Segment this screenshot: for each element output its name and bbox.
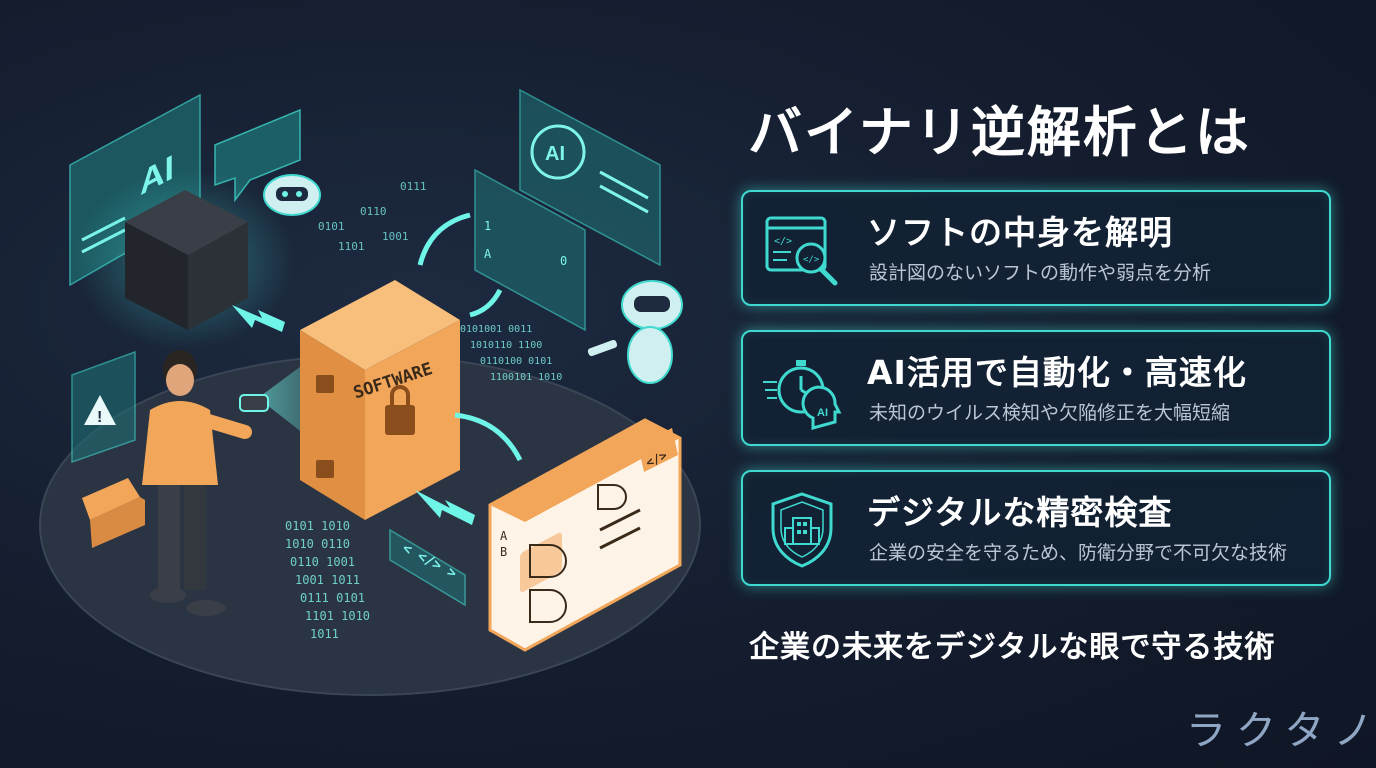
folder-icon <box>82 478 145 548</box>
svg-text:1100101 1010: 1100101 1010 <box>490 372 562 383</box>
reverse-engineering-illustration: AI 0101 1101 0110 1001 0111 A 1 0 AI <box>39 88 701 696</box>
svg-text:0110100 0101: 0110100 0101 <box>480 356 552 367</box>
svg-text:1010110 1100: 1010110 1100 <box>470 340 542 351</box>
robot-icon <box>263 174 321 216</box>
svg-text:1001: 1001 <box>382 230 409 243</box>
svg-text:1001 1011: 1001 1011 <box>295 573 360 587</box>
svg-text:0101: 0101 <box>318 220 345 233</box>
svg-text:1101 1010: 1101 1010 <box>305 609 370 623</box>
binary-stream: 0101001 0011 1010110 1100 0110100 0101 1… <box>460 324 562 383</box>
binary-rain: 0101 1101 0110 1001 0111 <box>318 180 427 253</box>
svg-text:AI: AI <box>817 407 828 419</box>
svg-text:A: A <box>484 247 492 261</box>
svg-text:0110: 0110 <box>360 205 387 218</box>
curved-arrow-icon-2 <box>469 288 503 318</box>
feature-card-ai: AI AI活用で自動化・高速化 未知のウイルス検知や欠陥修正を大幅短縮 <box>741 330 1331 446</box>
svg-text:0111 0101: 0111 0101 <box>300 591 365 605</box>
svg-text:0111: 0111 <box>400 180 427 193</box>
lock-icon <box>385 405 415 435</box>
card-title: ソフトの中身を解明 <box>867 213 1173 252</box>
card-description: 未知のウイルス検知や欠陥修正を大幅短縮 <box>869 402 1231 424</box>
binary-columns: 0101 1010 1010 0110 0110 1001 1001 1011 … <box>285 519 370 641</box>
svg-text:B: B <box>500 545 507 559</box>
card-title: デジタルな精密検査 <box>867 493 1173 532</box>
warning-icon <box>84 395 116 425</box>
circuit-panel: A 1 0 <box>474 168 586 332</box>
arrow-icon <box>232 305 285 332</box>
card-description: 企業の安全を守るため、防衛分野で不可欠な技術 <box>869 542 1288 564</box>
arrow-icon-down <box>415 490 475 525</box>
scanner-device-icon <box>239 394 269 412</box>
warning-panel: ! <box>71 350 136 464</box>
svg-text:AI: AI <box>545 143 565 165</box>
brand-logo: ラクタノ <box>1186 708 1376 754</box>
svg-text:1011: 1011 <box>310 627 339 641</box>
svg-text:!: ! <box>97 409 102 426</box>
svg-text:</>: </> <box>774 236 792 247</box>
software-box: SOFTWARE <box>300 280 460 520</box>
feature-card-analysis: </> </> ソフトの中身を解明 設計図のないソフトの動作や弱点を分析 <box>741 190 1331 306</box>
lock-icon-side <box>316 375 334 393</box>
circuit-diagram-window: A B <box>488 418 682 652</box>
card-title: AI活用で自動化・高速化 <box>867 353 1247 392</box>
svg-text:1: 1 <box>484 219 491 233</box>
page-title: バイナリ逆解析とは <box>748 101 1251 164</box>
svg-text:0: 0 <box>560 254 567 268</box>
black-box-cube <box>125 190 248 330</box>
card-description: 設計図のないソフトの動作や弱点を分析 <box>869 262 1212 284</box>
svg-text:0101 1010: 0101 1010 <box>285 519 350 533</box>
robot-assistant <box>587 280 683 384</box>
svg-text:1101: 1101 <box>338 240 365 253</box>
ai-head-panel: AI <box>519 88 661 267</box>
ai-stopwatch-icon: AI <box>763 360 842 430</box>
lock-icon-side-2 <box>316 460 334 478</box>
svg-text:</>: </> <box>803 255 820 265</box>
svg-text:A: A <box>500 529 508 543</box>
svg-text:0110 1001: 0110 1001 <box>290 555 355 569</box>
feature-card-inspection: デジタルな精密検査 企業の安全を守るため、防衛分野で不可欠な技術 <box>741 470 1331 586</box>
curved-arrow-icon-3 <box>454 412 523 462</box>
curved-arrow-icon <box>417 212 471 266</box>
engineer-person <box>142 350 269 616</box>
shield-building-icon <box>771 492 833 568</box>
tagline: 企業の未来をデジタルな眼で守る技術 <box>749 630 1276 665</box>
svg-text:0101001 0011: 0101001 0011 <box>460 324 532 335</box>
svg-text:1010 0110: 1010 0110 <box>285 537 350 551</box>
code-magnifier-icon: </> </> <box>765 216 838 286</box>
